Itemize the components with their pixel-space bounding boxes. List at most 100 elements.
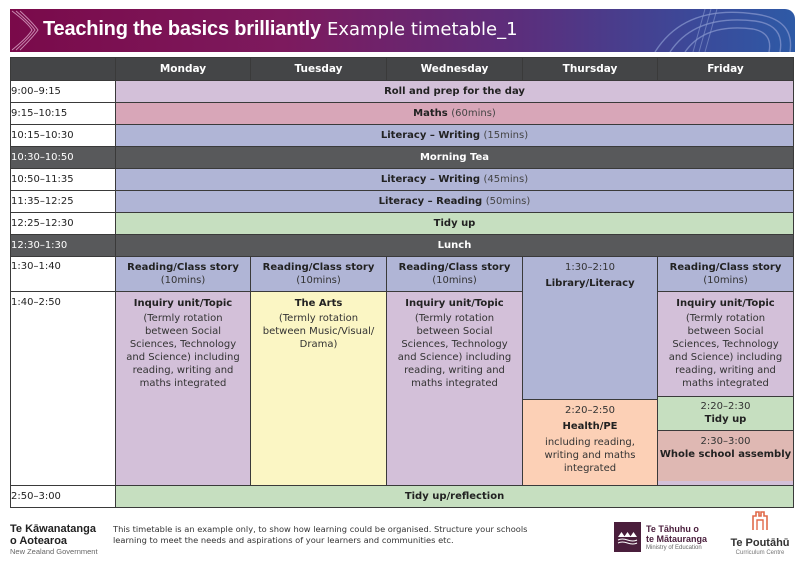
friday-reading: Reading/Class story (10mins) (657, 256, 794, 292)
time-slot: 9:15–10:15 (10, 102, 116, 125)
period-duration: (10mins) (703, 275, 748, 286)
period-label: Reading/Class story (127, 262, 239, 273)
period-description: (Termly rotation between Music/Visual/ D… (262, 312, 375, 350)
period-literacy-writing: Literacy – Writing (45mins) (115, 168, 794, 191)
period-label: Literacy – Writing (380, 130, 481, 141)
table-row: 9:15–10:15 Maths (60mins) (10, 102, 794, 125)
table-row: 1:30–1:40 Reading/Class story (10mins) R… (10, 256, 794, 486)
time-slot: 9:00–9:15 (10, 80, 116, 103)
time-slot: 12:30–1:30 (10, 234, 116, 257)
title-banner: Teaching the basics brilliantly Example … (10, 9, 795, 52)
period-label: Health/PE (562, 421, 618, 432)
period-literacy-reading: Literacy – Reading (50mins) (115, 190, 794, 213)
period-duration: (45mins) (483, 174, 529, 185)
thursday-library: 1:30–2:10 Library/Literacy (523, 261, 657, 399)
time-slot: 10:15–10:30 (10, 124, 116, 147)
monday-inquiry: Inquiry unit/Topic (Termly rotation betw… (115, 290, 251, 487)
gov-name-line2: o Aotearoa (10, 535, 68, 547)
table-row: 12:30–1:30 Lunch (10, 234, 794, 257)
nz-government-logo: Te Kāwanatanga o Aotearoa New Zealand Go… (10, 523, 98, 557)
tuesday-arts: The Arts (Termly rotation between Music/… (250, 290, 387, 487)
table-row: 10:50–11:35 Literacy – Writing (45mins) (10, 168, 794, 191)
timetable: Monday Tuesday Wednesday Thursday Friday… (10, 57, 794, 508)
table-row: 1:40–2:50 Inquiry unit/Topic (Termly rot… (10, 290, 794, 487)
period-tidy-reflection: Tidy up/reflection (115, 485, 794, 508)
period-label: Reading/Class story (669, 262, 782, 273)
friday-afternoon: Inquiry unit/Topic (Termly rotation betw… (657, 290, 794, 487)
period-label: Tidy up (433, 218, 476, 229)
table-row: 2:50–3:00 Tidy up/reflection (10, 485, 794, 508)
thursday-afternoon: 1:30–2:10 Library/Literacy 2:20–2:50 Hea… (522, 256, 658, 486)
period-label: Literacy – Writing (380, 174, 481, 185)
friday-tidy-up: 2:20–2:30 Tidy up (658, 395, 793, 430)
monday-reading: Reading/Class story (10mins) (115, 256, 251, 292)
period-literacy-writing: Literacy – Writing (15mins) (115, 124, 794, 147)
period-duration: (10mins) (296, 275, 341, 286)
period-duration: (50mins) (485, 196, 531, 207)
period-label: Whole school assembly (659, 448, 792, 460)
period-duration: (10mins) (432, 275, 477, 286)
period-time: 2:30–3:00 (700, 435, 751, 447)
time-slot: 2:50–3:00 (10, 485, 116, 508)
period-time: 2:20–2:30 (700, 400, 751, 412)
period-label: Tidy up (704, 413, 747, 425)
table-row: 10:15–10:30 Literacy – Writing (15mins) (10, 124, 794, 147)
period-tidy-up: Tidy up (115, 212, 794, 235)
corner-header (10, 57, 116, 81)
title-subtitle: Example timetable_1 (327, 19, 518, 40)
period-duration: (15mins) (483, 130, 529, 141)
table-row: 12:25–12:30 Tidy up (10, 212, 794, 235)
gov-name-line1: Te Kāwanatanga (10, 523, 96, 535)
period-description: (Termly rotation between Social Sciences… (668, 312, 783, 389)
period-label: Roll and prep for the day (384, 86, 525, 97)
table-row: 10:30–10:50 Morning Tea (10, 146, 794, 169)
poutahu-pillar-icon (752, 511, 768, 530)
day-header-friday: Friday (657, 57, 794, 81)
period-label: Morning Tea (419, 152, 490, 163)
period-lunch: Lunch (115, 234, 794, 257)
te-poutahu-logo: Te Poutāhū Curriculum Centre (725, 510, 795, 557)
period-time: 2:20–2:50 (565, 405, 615, 416)
header-row: Monday Tuesday Wednesday Thursday Friday (10, 57, 794, 81)
period-label: Inquiry unit/Topic (405, 297, 504, 309)
wednesday-inquiry: Inquiry unit/Topic (Termly rotation betw… (386, 290, 523, 487)
time-slot: 1:40–2:50 (10, 290, 116, 487)
period-maths: Maths (60mins) (115, 102, 794, 125)
period-label: Lunch (437, 240, 472, 251)
time-slot: 1:30–1:40 (10, 256, 116, 292)
mountains-waves-icon (614, 522, 641, 552)
table-row: 9:00–9:15 Roll and prep for the day (10, 80, 794, 103)
period-time: 1:30–2:10 (565, 262, 615, 273)
time-slot: 11:35–12:25 (10, 190, 116, 213)
period-label: Literacy – Reading (378, 196, 483, 207)
poutahu-name: Te Poutāhū (730, 537, 790, 549)
day-header-wednesday: Wednesday (386, 57, 523, 81)
time-slot: 10:50–11:35 (10, 168, 116, 191)
moe-name-line1: Te Tāhuhu o (646, 524, 699, 534)
wednesday-reading: Reading/Class story (10mins) (386, 256, 523, 292)
day-header-monday: Monday (115, 57, 251, 81)
koru-pattern-icon (11, 10, 39, 51)
period-label: Tidy up/reflection (404, 491, 505, 502)
gov-name-english: New Zealand Government (10, 547, 98, 556)
period-label: Reading/Class story (262, 262, 375, 273)
period-label: Reading/Class story (398, 262, 511, 273)
period-duration: (60mins) (451, 108, 496, 119)
period-label: Library/Literacy (545, 278, 635, 289)
table-row: 11:35–12:25 Literacy – Reading (50mins) (10, 190, 794, 213)
friday-assembly: 2:30–3:00 Whole school assembly (658, 429, 793, 481)
period-description: (Termly rotation between Social Sciences… (397, 312, 512, 389)
period-morning-tea: Morning Tea (115, 146, 794, 169)
friday-inquiry: Inquiry unit/Topic (Termly rotation betw… (658, 292, 793, 396)
period-roll: Roll and prep for the day (115, 80, 794, 103)
moe-name-english: Ministry of Education (646, 545, 702, 551)
time-slot: 10:30–10:50 (10, 146, 116, 169)
moe-name-line2: te Mātauranga (646, 534, 708, 544)
period-label: Inquiry unit/Topic (133, 297, 233, 309)
koru-pattern-icon (654, 9, 792, 52)
period-label: The Arts (294, 297, 343, 309)
page-title: Teaching the basics brilliantly Example … (43, 18, 518, 41)
period-label: Inquiry unit/Topic (676, 297, 775, 309)
disclaimer-note: This timetable is an example only, to sh… (113, 524, 528, 545)
time-slot: 12:25–12:30 (10, 212, 116, 235)
